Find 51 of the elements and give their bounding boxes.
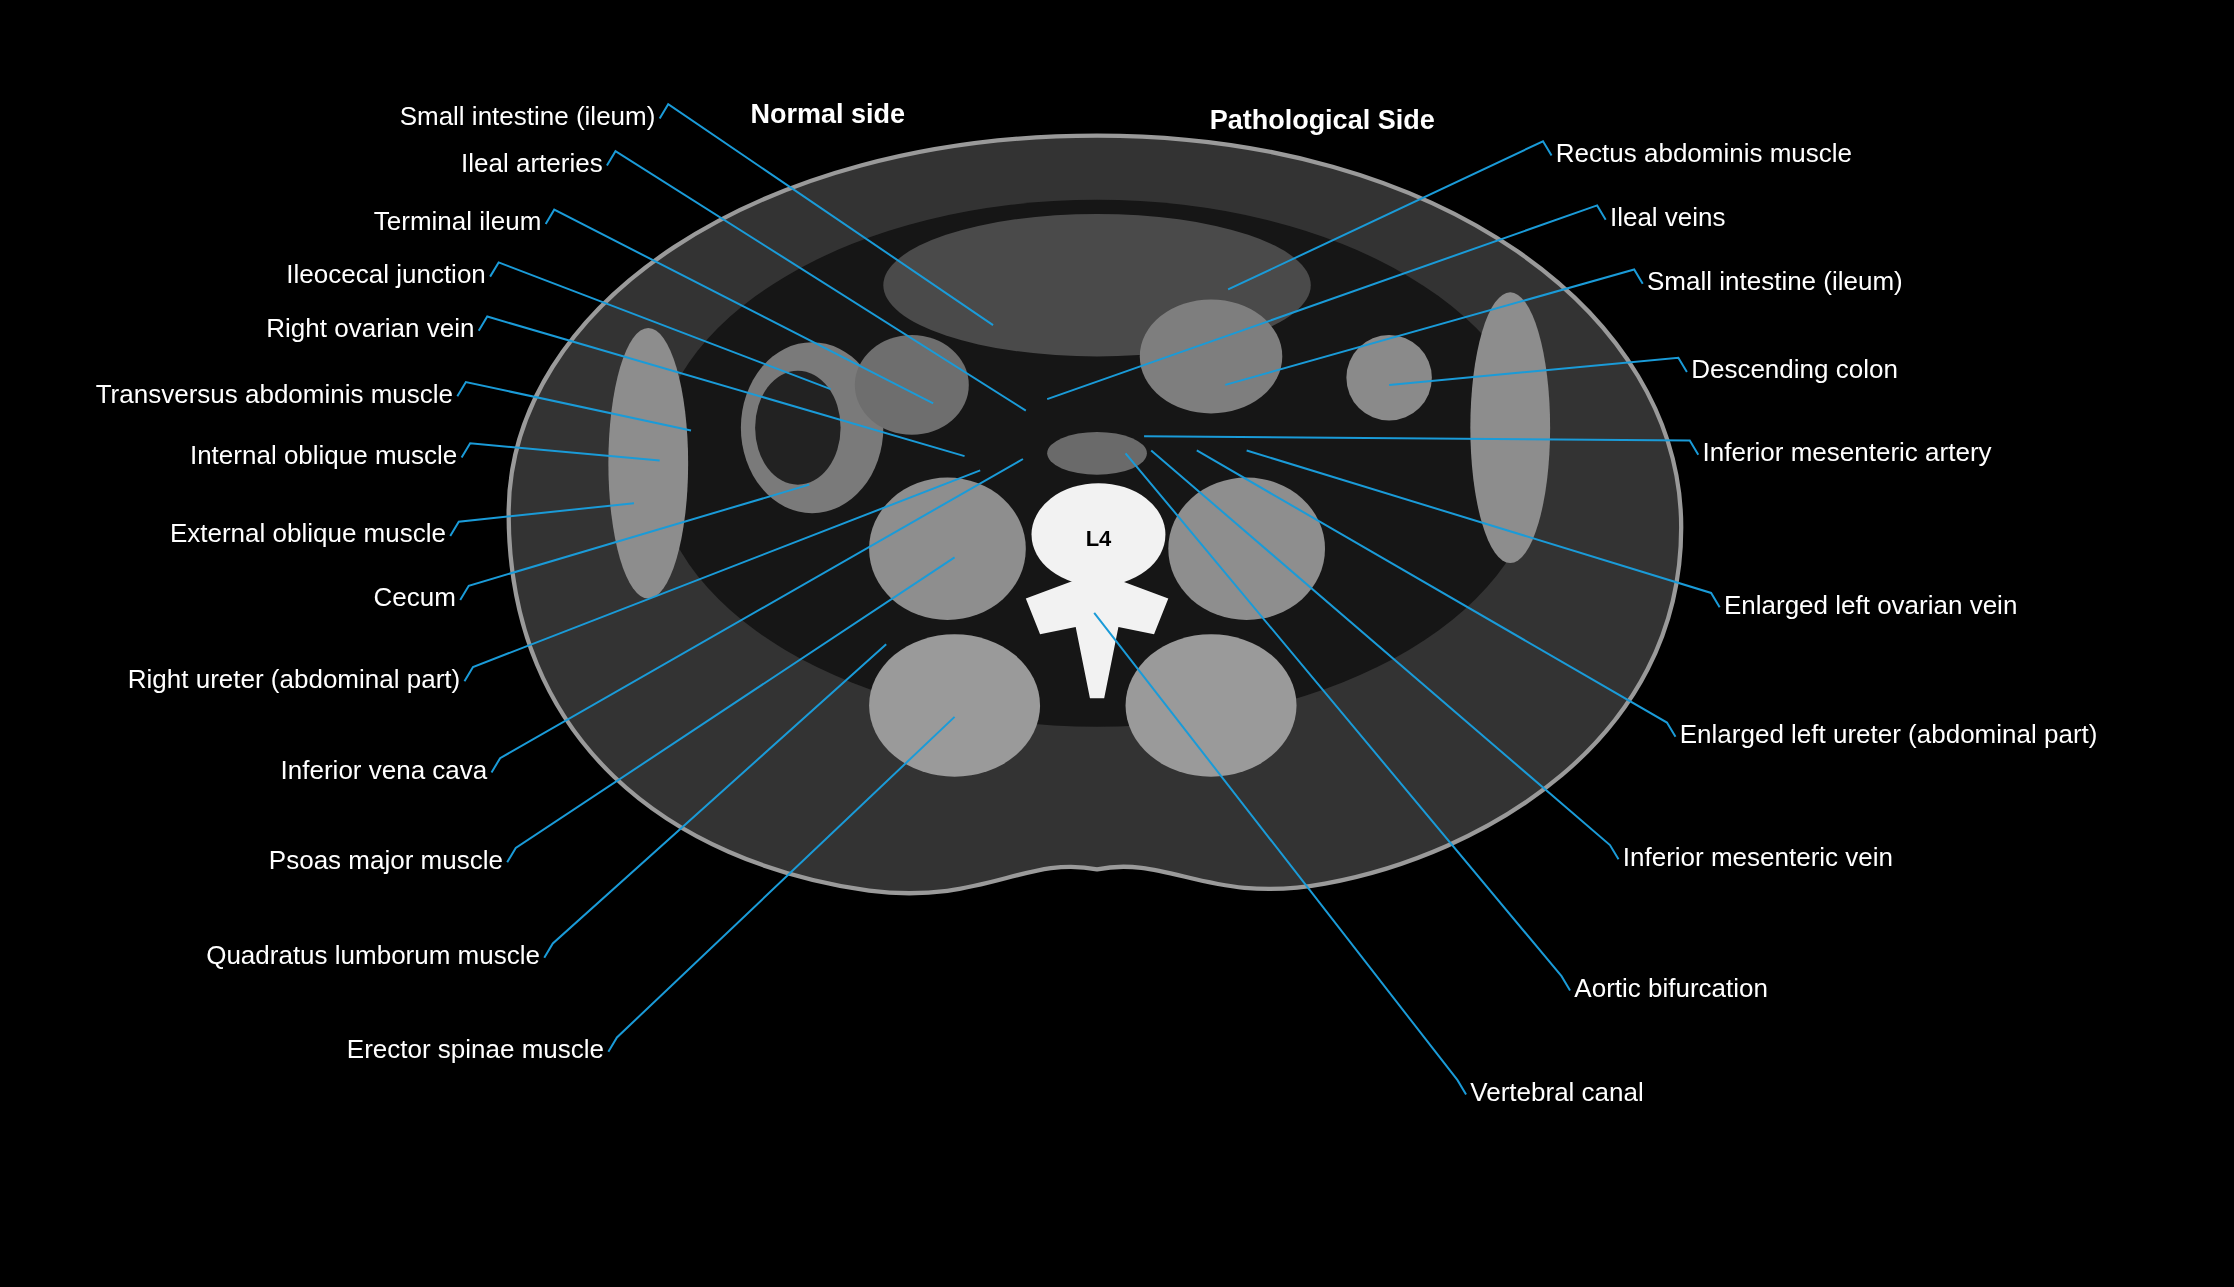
side-heading: Pathological Side xyxy=(1209,104,1435,136)
leader-line xyxy=(1143,435,1700,456)
vertebra-label: L4 xyxy=(1085,525,1112,552)
anatomy-label: Quadratus lumborum muscle xyxy=(206,940,540,972)
anatomy-label: Enlarged left ovarian vein xyxy=(1723,589,2018,622)
leader-line xyxy=(506,556,956,864)
anatomy-label: Terminal ileum xyxy=(373,206,542,238)
anatomy-label: Transversus abdominis muscle xyxy=(95,379,454,411)
anatomy-label: Right ovarian vein xyxy=(266,313,475,345)
leader-line xyxy=(459,483,811,602)
leader-line xyxy=(460,442,661,462)
anatomy-label: Rectus abdominis muscle xyxy=(1555,138,1853,170)
anatomy-label: Small intestine (ileum) xyxy=(1647,266,1903,298)
leader-line xyxy=(1124,452,1572,992)
anatomy-label: Ileal arteries xyxy=(461,148,603,180)
anatomy-label: Psoas major muscle xyxy=(268,844,503,877)
anatomy-label: Descending colon xyxy=(1691,354,1898,386)
leader-line xyxy=(543,643,888,959)
anatomy-label: Enlarged left ureter (abdominal part) xyxy=(1679,719,2098,751)
anatomy-label: Cecum xyxy=(373,582,456,614)
leader-line xyxy=(1245,449,1721,609)
leader-line xyxy=(489,261,832,391)
leader-line xyxy=(605,149,1027,412)
leader-line xyxy=(1227,140,1553,291)
leader-line xyxy=(1046,204,1607,401)
anatomy-label: Erector spinae muscle xyxy=(346,1034,605,1066)
side-heading: Normal side xyxy=(750,98,906,130)
leader-line xyxy=(1093,611,1468,1096)
leader-line xyxy=(463,469,982,683)
anatomy-label: Aortic bifurcation xyxy=(1574,973,1768,1005)
leader-line xyxy=(490,458,1024,774)
leader-line xyxy=(1388,356,1688,386)
leader-line xyxy=(1195,449,1677,738)
leader-line xyxy=(477,315,966,458)
leader-line xyxy=(607,715,956,1053)
anatomy-label: Inferior mesenteric artery xyxy=(1702,437,1992,469)
anatomy-label: Ileocecal junction xyxy=(286,259,486,291)
anatomy-label: Vertebral canal xyxy=(1470,1077,1644,1109)
anatomy-label: Small intestine (ileum) xyxy=(399,101,656,133)
anatomy-label: Right ureter (abdominal part) xyxy=(127,664,461,696)
anatomy-label: Inferior vena cava xyxy=(280,755,488,787)
anatomy-label: Ileal veins xyxy=(1609,202,1726,234)
leader-line xyxy=(1224,268,1644,386)
leader-line xyxy=(658,102,995,327)
anatomy-label: External oblique muscle xyxy=(169,518,446,550)
anatomy-label: Inferior mesenteric vein xyxy=(1622,842,1893,874)
anatomy-label: Internal oblique muscle xyxy=(189,440,458,472)
leader-line xyxy=(544,208,935,405)
leader-line xyxy=(1150,449,1620,861)
leader-line xyxy=(456,380,692,432)
leader-line xyxy=(449,502,635,537)
